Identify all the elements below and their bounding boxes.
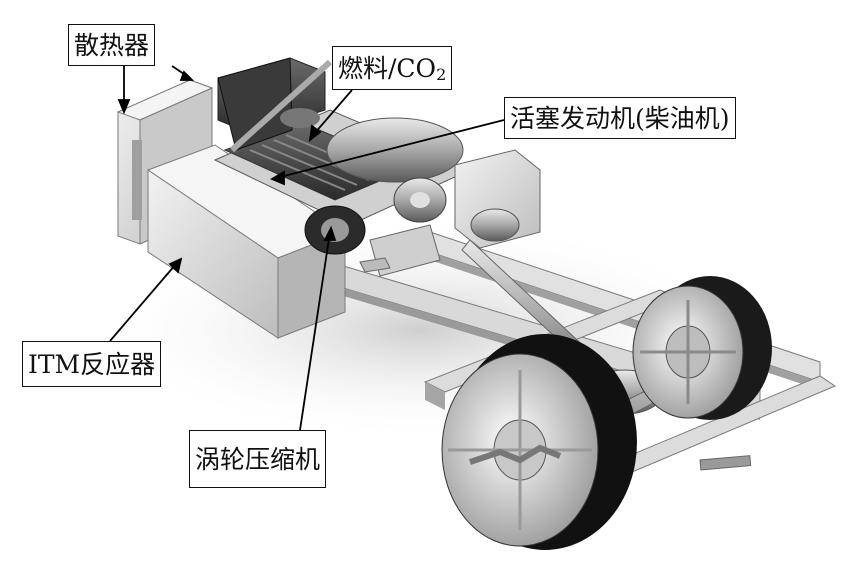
rear-wheel-left [441,334,637,550]
label-itm-reactor: ITM反应器 [22,341,162,387]
fuel-tank-unit [217,57,333,153]
label-radiator-text: 散热器 [74,30,150,60]
label-piston-engine: 活塞发动机(柴油机) [504,97,736,139]
label-itm-reactor-text: ITM反应器 [28,349,156,379]
pointer-arrows [109,65,505,431]
label-fuel-co2-text: 燃料/CO [338,53,437,83]
itm-reactor-unit [146,144,347,339]
label-piston-engine-text: 活塞发动机(柴油机) [510,103,730,133]
label-radiator: 散热器 [68,24,156,66]
label-turbo-compressor: 涡轮压缩机 [189,430,327,488]
label-fuel-co2-subscript: 2 [436,65,447,84]
rear-wheel-right [632,276,772,420]
label-turbo-compressor-text: 涡轮压缩机 [195,444,321,474]
